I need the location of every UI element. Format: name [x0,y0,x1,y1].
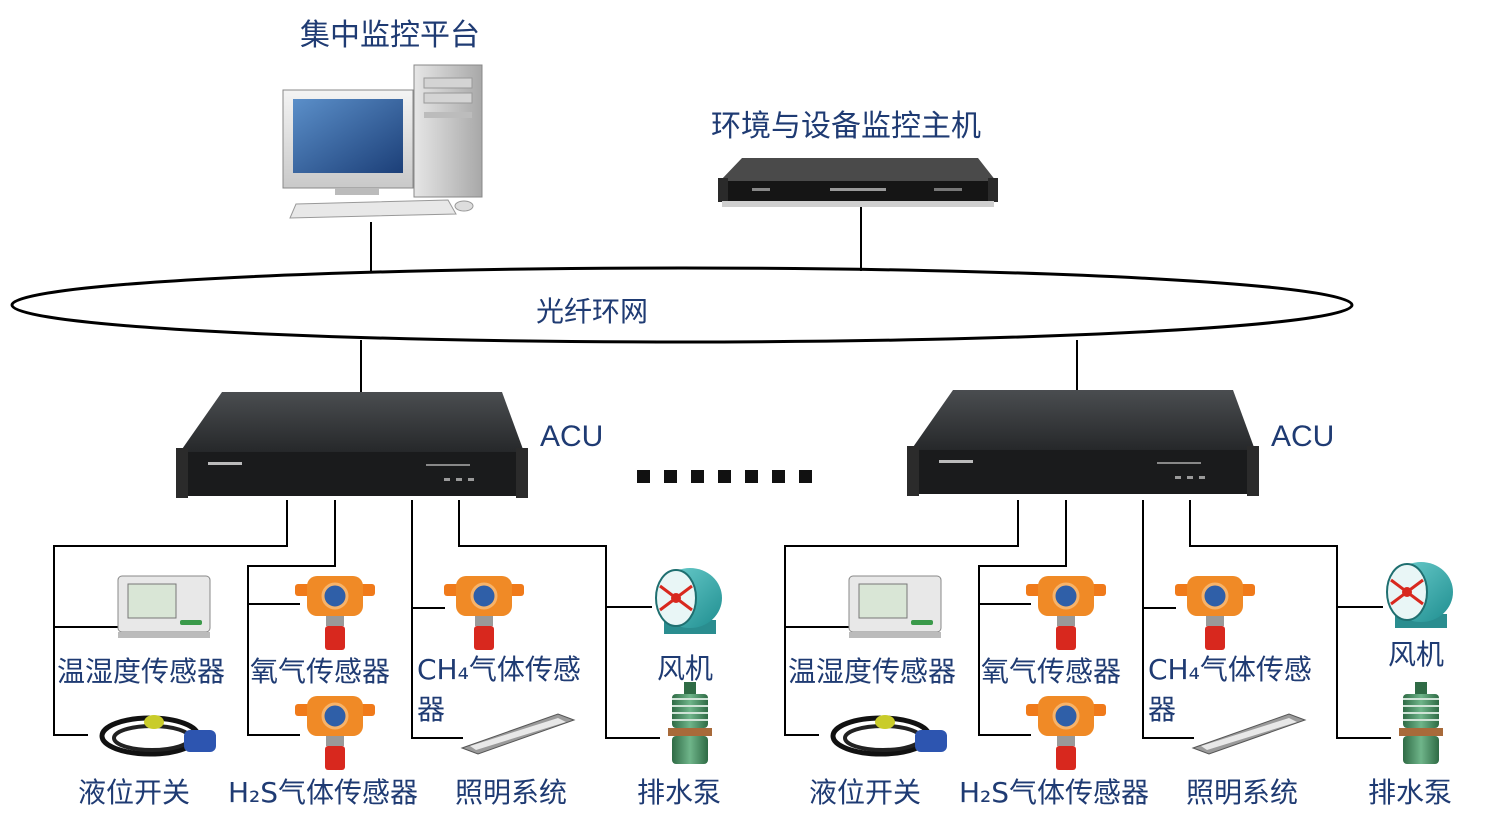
temp-humidity-sensor-icon [848,575,942,638]
rack-server-icon [718,158,998,207]
drain-pump-icon [668,682,712,764]
acu-unit-icon [907,390,1259,496]
fan-label: 风机 [657,652,714,685]
fan-icon [1386,562,1453,628]
wire [978,500,1067,736]
level-switch-icon [830,715,947,757]
gas-sensor-icon [295,576,375,650]
pump-label: 排水泵 [1368,776,1453,809]
pump-label: 排水泵 [637,776,722,809]
ellipsis-dots [637,470,812,483]
wire [1142,500,1194,739]
oxygen-sensor-label: 氧气传感器 [250,655,391,688]
wire [458,500,660,739]
workstation-icon [282,64,483,219]
gas-sensor-icon [295,696,375,770]
ch4-sensor-label-line1: CH₄气体传感 [417,653,581,686]
fan-label: 风机 [1388,638,1445,671]
wire [247,500,336,736]
ch4-sensor-label-line1: CH₄气体传感 [1148,653,1312,686]
lighting-label: 照明系统 [1186,776,1299,809]
ch4-sensor-label-line2: 器 [417,693,446,726]
host-title: 环境与设备监控主机 [711,109,981,144]
level-switch-icon [99,715,216,757]
h2s-sensor-label: H₂S气体传感器 [959,776,1150,809]
wire [784,500,1019,736]
gas-sensor-icon [1026,696,1106,770]
platform-title: 集中监控平台 [300,18,480,53]
ch4-sensor-label-line2: 器 [1148,693,1177,726]
gas-sensor-icon [444,576,524,650]
level-switch-label: 液位开关 [78,776,191,809]
fan-icon [655,568,722,634]
ring-label: 光纤环网 [536,295,649,328]
temp-humidity-label: 温湿度传感器 [57,655,226,688]
lighting-label: 照明系统 [455,776,568,809]
wire [53,500,288,736]
fiber-ring [10,266,1354,344]
wire [411,500,463,739]
temp-humidity-label: 温湿度传感器 [788,655,957,688]
gas-sensor-icon [1175,576,1255,650]
lighting-fixture-icon [460,713,576,755]
level-switch-label: 液位开关 [809,776,922,809]
gas-sensor-icon [1026,576,1106,650]
temp-humidity-sensor-icon [117,575,211,638]
oxygen-sensor-label: 氧气传感器 [981,655,1122,688]
acu-unit-icon [176,392,528,498]
wire [1189,500,1391,739]
drain-pump-icon [1399,682,1443,764]
acu-group-1 [53,392,722,770]
h2s-sensor-label: H₂S气体传感器 [228,776,419,809]
acu-label: ACU [540,420,604,453]
acu-group-2 [784,390,1453,770]
acu-label: ACU [1271,420,1335,453]
lighting-fixture-icon [1191,713,1307,755]
